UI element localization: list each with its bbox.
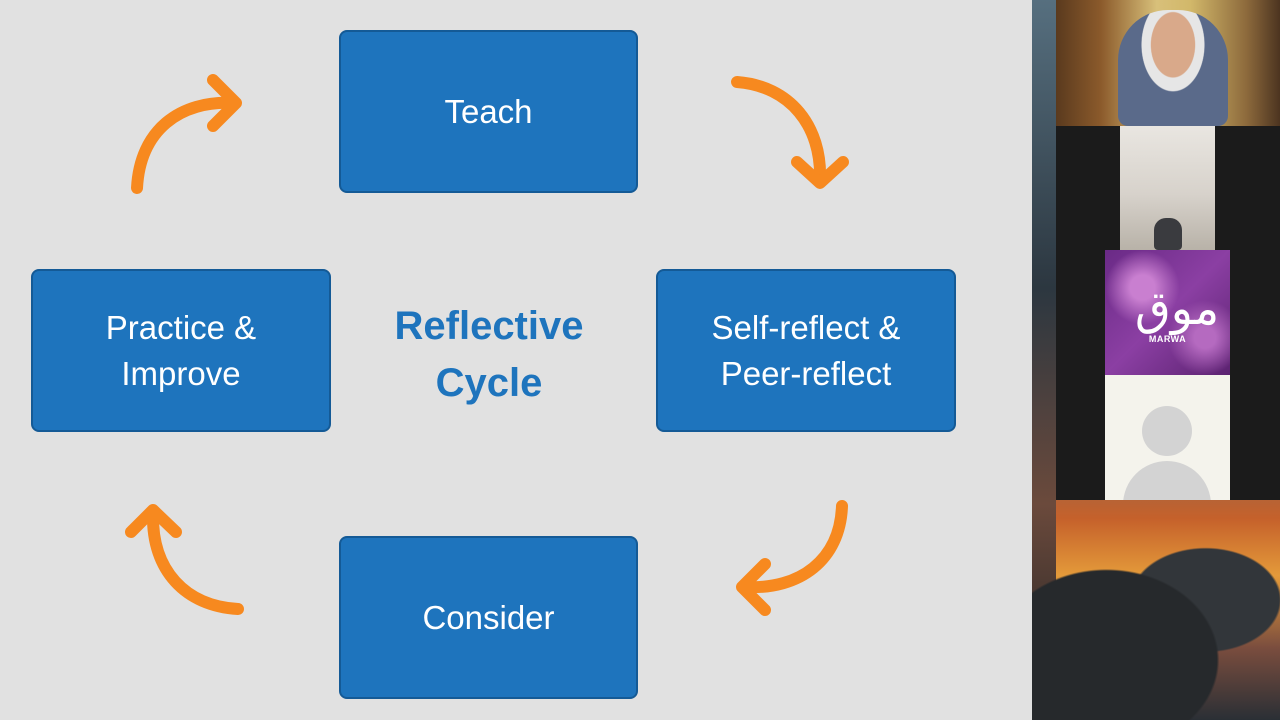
participant-video-tile[interactable]	[1056, 0, 1280, 126]
participant-person	[1154, 218, 1182, 250]
consider-box: Consider	[339, 536, 638, 699]
participant-person	[1118, 10, 1228, 126]
marwa-logo-text: MARWA	[1148, 334, 1187, 344]
practice-box: Practice & Improve	[31, 269, 331, 432]
cycle-title: Reflective Cycle	[359, 298, 619, 412]
self-reflect-label-line2: Peer-reflect	[720, 354, 892, 392]
arrow-self-reflect-to-consider	[736, 500, 848, 616]
self-reflect-label-line1: Self-reflect &	[711, 308, 901, 346]
consider-label: Consider	[422, 598, 555, 636]
wallpaper-rocks	[1032, 520, 1280, 720]
cycle-title-line1: Reflective	[394, 304, 584, 348]
participant-avatar-tile[interactable]	[1105, 375, 1230, 500]
default-avatar-body	[1123, 461, 1211, 500]
self-reflect-box: Self-reflect & Peer-reflect	[656, 269, 956, 432]
participant-video-panel[interactable]: موق MARWA	[1056, 0, 1280, 500]
arrow-teach-to-self-reflect	[731, 76, 849, 189]
presentation-slide: Teach Self-reflect & Peer-reflect Consid…	[31, 30, 956, 699]
default-avatar-icon	[1142, 406, 1192, 456]
cycle-title-line2: Cycle	[435, 361, 543, 405]
teach-label: Teach	[444, 92, 533, 130]
practice-label-line2: Improve	[121, 354, 241, 392]
participant-logo-tile[interactable]: موق MARWA	[1105, 250, 1230, 375]
arrow-practice-to-teach	[131, 74, 242, 194]
cycle-arrows	[125, 74, 849, 616]
teach-box: Teach	[339, 30, 638, 193]
participant-video-tile[interactable]	[1120, 126, 1215, 250]
arrow-consider-to-practice	[125, 504, 244, 615]
practice-label-line1: Practice &	[105, 308, 257, 346]
marwa-logo-glyph: موق	[1135, 281, 1220, 335]
